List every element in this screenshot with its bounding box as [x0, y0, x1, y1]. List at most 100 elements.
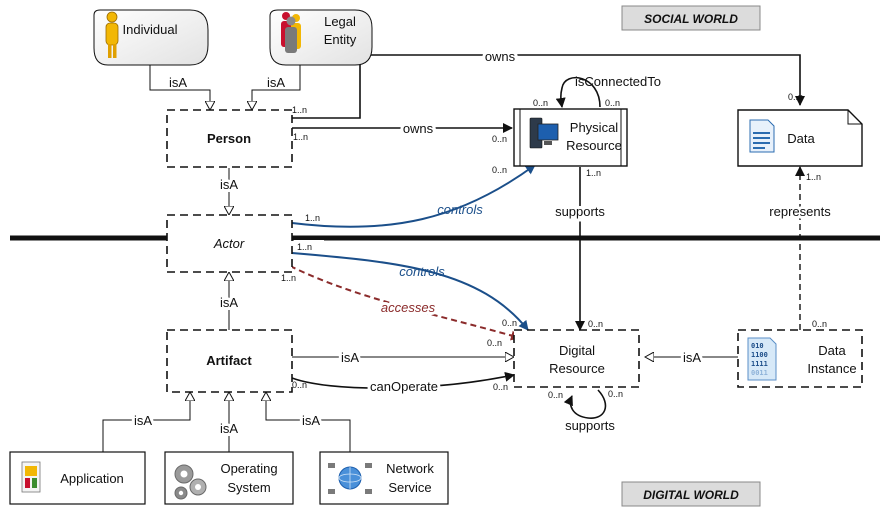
node-artifact: Artifact	[166, 329, 293, 393]
svg-text:isA: isA	[267, 75, 285, 90]
edge-os-isa-artifact: isA	[217, 392, 241, 452]
svg-text:0..n: 0..n	[492, 165, 507, 175]
svg-text:Artifact: Artifact	[206, 353, 252, 368]
node-data: Data	[737, 109, 863, 167]
svg-text:Data: Data	[818, 343, 846, 358]
svg-text:1..n: 1..n	[281, 273, 296, 283]
svg-text:Person: Person	[207, 131, 251, 146]
gears-icon	[174, 464, 207, 500]
svg-text:0011: 0011	[751, 369, 768, 377]
svg-text:Network: Network	[386, 461, 434, 476]
svg-text:controls: controls	[399, 264, 445, 279]
node-individual: Individual	[93, 9, 209, 66]
svg-text:Service: Service	[388, 480, 431, 495]
svg-text:1..n: 1..n	[806, 172, 821, 182]
svg-text:0..n: 0..n	[493, 382, 508, 392]
svg-text:SOCIAL WORLD: SOCIAL WORLD	[644, 12, 738, 26]
svg-text:Data: Data	[787, 131, 815, 146]
svg-text:isA: isA	[302, 413, 320, 428]
svg-text:supports: supports	[565, 418, 615, 433]
node-network-service: Network Service	[319, 451, 449, 505]
person-yellow-icon	[105, 11, 119, 58]
svg-text:0..n: 0..n	[788, 92, 803, 102]
svg-text:0..n: 0..n	[492, 134, 507, 144]
svg-text:Application: Application	[60, 471, 124, 486]
svg-text:1..n: 1..n	[293, 132, 308, 142]
digital-world-label: DIGITAL WORLD	[621, 481, 761, 507]
svg-text:Legal: Legal	[324, 14, 356, 29]
svg-text:Actor: Actor	[213, 236, 245, 251]
svg-text:Digital: Digital	[559, 343, 595, 358]
edge-artifact-isa-digital: isA	[292, 347, 514, 368]
edge-digital-supports-loop: supports 0..n 0..n	[548, 389, 623, 433]
edge-actor-accesses-digital: accesses 1..n 0..n 0..n	[281, 265, 521, 348]
svg-text:owns: owns	[403, 121, 434, 136]
network-globe-icon	[328, 463, 372, 494]
svg-text:isA: isA	[220, 295, 238, 310]
node-person: Person	[166, 109, 293, 168]
edge-application-isa-artifact: isA	[102, 392, 190, 452]
svg-text:Operating: Operating	[220, 461, 277, 476]
social-world-label: SOCIAL WORLD	[621, 5, 761, 31]
svg-text:Resource: Resource	[566, 138, 622, 153]
svg-text:isA: isA	[220, 177, 238, 192]
edge-actor-controls-physical: controls 1..n 0..n	[291, 164, 536, 228]
node-data-instance: 010 1100 1111 0011 Data Instance	[737, 329, 863, 388]
edge-individual-isa-person: isA	[149, 65, 210, 110]
svg-text:1100: 1100	[751, 351, 768, 359]
svg-text:1..n: 1..n	[297, 242, 312, 252]
edge-person-isa-actor: isA	[217, 168, 241, 215]
document-icon	[749, 119, 775, 153]
node-physical-resource: Physical Resource	[513, 108, 628, 167]
svg-text:0..n: 0..n	[548, 390, 563, 400]
svg-text:isA: isA	[169, 75, 187, 90]
node-actor: Actor	[166, 214, 293, 273]
svg-text:owns: owns	[485, 49, 516, 64]
svg-text:Entity: Entity	[324, 32, 357, 47]
computer-icon	[529, 117, 559, 149]
node-operating-system: Operating System	[164, 451, 294, 505]
svg-text:isA: isA	[341, 350, 359, 365]
edge-isconnectedto-loop: isConnectedTo 0..n 0..n	[533, 74, 661, 108]
svg-text:1..n: 1..n	[292, 105, 307, 115]
svg-text:isA: isA	[134, 413, 152, 428]
svg-text:controls: controls	[437, 202, 483, 217]
svg-text:isA: isA	[220, 421, 238, 436]
svg-text:0..n: 0..n	[292, 380, 307, 390]
svg-text:1..n: 1..n	[305, 213, 320, 223]
svg-text:0..n: 0..n	[502, 318, 517, 328]
svg-text:Resource: Resource	[549, 361, 605, 376]
svg-text:Individual: Individual	[123, 22, 178, 37]
svg-text:represents: represents	[769, 204, 831, 219]
svg-text:accesses: accesses	[381, 300, 436, 315]
edge-datainstance-represents-data: represents 1..n 0..n	[766, 166, 834, 330]
svg-text:0..n: 0..n	[812, 319, 827, 329]
svg-text:010: 010	[751, 342, 764, 350]
edge-person-owns-physical-resource: owns 1..n 0..n	[292, 118, 513, 144]
edge-actor-controls-digital: controls 1..n	[291, 240, 529, 331]
svg-text:1..n: 1..n	[586, 168, 601, 178]
svg-text:Physical: Physical	[570, 120, 619, 135]
svg-text:isA: isA	[683, 350, 701, 365]
svg-text:0..n: 0..n	[533, 98, 548, 108]
edge-network-isa-artifact: isA	[266, 392, 351, 452]
svg-text:0..n: 0..n	[608, 389, 623, 399]
svg-text:canOperate: canOperate	[370, 379, 438, 394]
edge-artifact-isa-actor: isA	[217, 272, 241, 330]
application-icon	[21, 461, 41, 493]
svg-text:0..n: 0..n	[605, 98, 620, 108]
edge-datainstance-isa-digital: isA	[645, 347, 738, 368]
svg-text:Instance: Instance	[807, 361, 856, 376]
edge-artifact-canoperate-digital: canOperate 0..n 0..n	[291, 371, 515, 397]
node-digital-resource: Digital Resource	[513, 329, 640, 388]
edge-physical-supports-digital: supports 1..n 0..n	[552, 167, 608, 331]
binary-data-icon: 010 1100 1111 0011	[747, 337, 777, 381]
edge-legalentity-isa-person: isA	[252, 65, 301, 110]
svg-text:0..n: 0..n	[588, 319, 603, 329]
svg-text:DIGITAL WORLD: DIGITAL WORLD	[643, 488, 739, 502]
people-group-icon	[281, 12, 301, 53]
svg-text:isConnectedTo: isConnectedTo	[575, 74, 661, 89]
svg-text:1111: 1111	[751, 360, 768, 368]
